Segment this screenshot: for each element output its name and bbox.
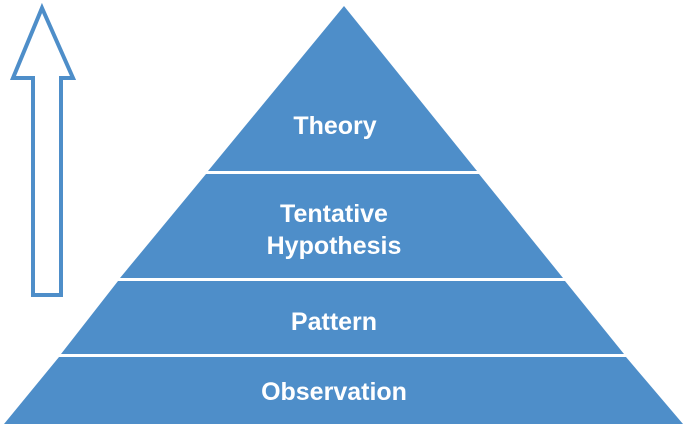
tier-label-theory: Theory	[293, 112, 376, 140]
tier-label-observation: Observation	[261, 378, 407, 406]
pyramid-tier-pattern	[61, 281, 624, 354]
arrow-up-icon	[10, 2, 77, 297]
pyramid-tier-tentative-hypothesis	[120, 174, 563, 278]
tier-label-tentative: Tentative	[280, 200, 388, 228]
pyramid-tier-theory	[208, 6, 477, 171]
tier-label-hypothesis: Hypothesis	[267, 232, 402, 260]
pyramid-tier-observation	[4, 357, 683, 424]
tier-label-pattern: Pattern	[291, 308, 377, 336]
